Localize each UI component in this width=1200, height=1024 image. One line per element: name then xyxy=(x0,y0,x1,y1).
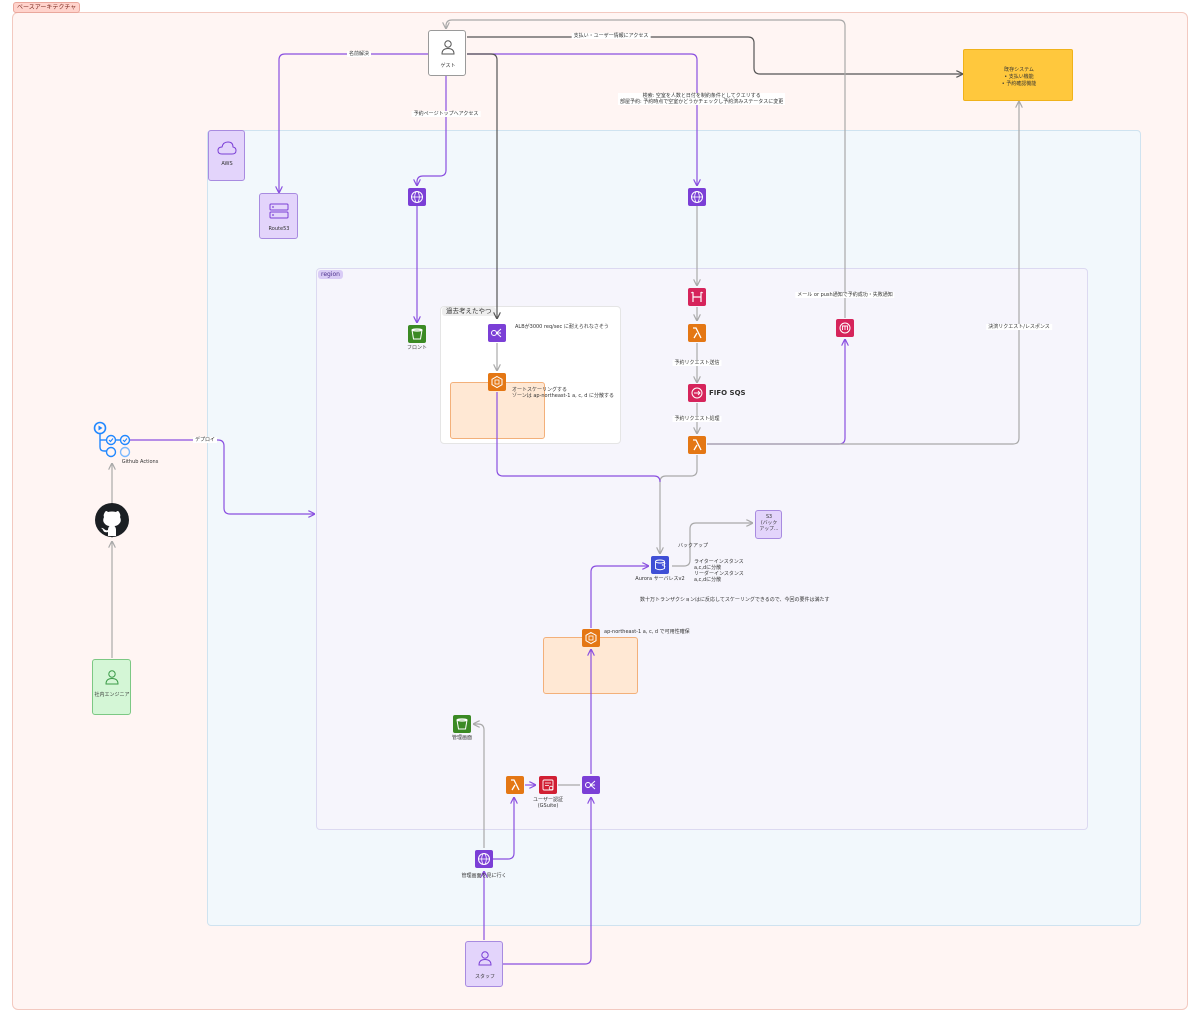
s3-bucket-admin-icon[interactable] xyxy=(453,715,471,733)
lambda-process-icon[interactable] xyxy=(688,436,706,454)
api-gateway-icon[interactable] xyxy=(688,288,706,306)
existing-system-title: 既存システム xyxy=(1004,67,1034,73)
s3-bucket-front-icon[interactable] xyxy=(408,325,426,343)
github-actions-icon[interactable] xyxy=(91,421,133,461)
front-label: フロント xyxy=(406,345,428,351)
autoscaling-note-label: オートスケーリングする ゾーンは ap-northeast-1 a, c, d … xyxy=(512,387,615,399)
admin-screen-label: 管理画面 xyxy=(451,735,473,741)
send-request-label: 予約リクエスト送信 xyxy=(672,360,722,366)
s3-backup-box[interactable]: S3 (バック アップ... xyxy=(755,510,782,539)
transaction-note-label: 数十万トランザクションはに反応してスケーリングできるので、今回の要件は満たす xyxy=(640,597,830,603)
existing-system-item-1: • 支払い機能 xyxy=(1004,74,1034,80)
staff-label: スタッフ xyxy=(474,974,496,980)
engineer-label: 社内エンジニア xyxy=(94,692,130,698)
s3-backup-label: S3 (バック アップ... xyxy=(759,515,779,532)
existing-system-box[interactable]: 既存システム • 支払い機能 • 予約確認機能 xyxy=(963,49,1073,101)
cloud-icon xyxy=(217,141,237,155)
alb-note-label: ALBが3000 req/sec に耐えられなさそう xyxy=(515,324,609,330)
user-auth-label: ユーザー認証 (GSuite) xyxy=(533,797,563,809)
deploy-label: デプロイ xyxy=(192,437,218,443)
guest-label: ゲスト xyxy=(440,63,456,69)
writer-reader-label: ライターインスタンス a,c,dに分散 リーダーインスタンス a,c,dに分散 xyxy=(694,559,744,583)
cloudfront-api-icon[interactable] xyxy=(688,188,706,206)
aws-box[interactable]: AWS xyxy=(208,130,245,181)
cloudfront-front-icon[interactable] xyxy=(408,188,426,206)
fifo-sqs-label: FIFO SQS xyxy=(709,389,746,397)
process-request-label: 予約リクエスト処理 xyxy=(672,416,722,422)
name-resolve-label: 名前解決 xyxy=(346,51,372,57)
aws-label: AWS xyxy=(221,161,233,167)
notification-service-icon[interactable] xyxy=(836,319,854,337)
search-note-label: 検索: 空室を人数と日付を制約条件としてクエリする 部屋予約: 予約時点で空室か… xyxy=(618,93,786,105)
existing-system-item-2: • 予約確認機能 xyxy=(1001,81,1037,87)
github-icon[interactable] xyxy=(94,502,130,538)
base-architecture-tag: ベースアーキテクチャ xyxy=(13,2,81,13)
region-tag: region xyxy=(318,270,343,279)
backup-label: バックアップ xyxy=(677,543,709,549)
aurora-db-icon[interactable] xyxy=(651,556,669,574)
sqs-icon[interactable] xyxy=(688,384,706,402)
reservation-top-label: 予約ページトップへアクセス xyxy=(411,111,481,117)
staff-user-icon xyxy=(478,951,492,966)
alb-admin-icon[interactable] xyxy=(582,776,600,794)
github-actions-label: Github Actions xyxy=(121,459,159,465)
payment-request-label: 決済リクエスト/レスポンス xyxy=(986,324,1052,330)
user-auth-icon[interactable] xyxy=(539,776,557,794)
cloudfront-admin-icon[interactable] xyxy=(475,850,493,868)
past-ideas-tag: 過去考えたやつ xyxy=(442,307,496,316)
alb-past-icon[interactable] xyxy=(488,324,506,342)
payment-access-label: 支払い・ユーザー情報にアクセス xyxy=(571,33,651,39)
staff-user-box[interactable]: スタッフ xyxy=(465,941,503,987)
aurora-label: Aurora サーバレスv2 xyxy=(635,576,685,582)
engineer-user-icon xyxy=(105,670,119,685)
region-frame xyxy=(316,268,1088,830)
lambda-reserve-icon[interactable] xyxy=(688,324,706,342)
lambda-auth-icon[interactable] xyxy=(506,776,524,794)
route53-box[interactable]: Route53 xyxy=(259,193,298,239)
mail-push-label: メール or push通知で予約成功・失敗通知 xyxy=(795,292,895,298)
ha-note-label: ap-northeast-1 a, c, d で可用性確保 xyxy=(604,629,690,635)
view-admin-label: 管理画面を見に行く xyxy=(461,873,507,879)
ec2-autoscaling-admin-icon[interactable] xyxy=(582,629,600,647)
user-icon xyxy=(441,40,455,55)
ec2-autoscaling-past-icon[interactable] xyxy=(488,373,506,391)
engineer-user-box[interactable]: 社内エンジニア xyxy=(92,659,131,715)
route53-label: Route53 xyxy=(268,226,290,232)
server-icon xyxy=(269,203,289,219)
guest-user-box[interactable]: ゲスト xyxy=(428,30,466,76)
